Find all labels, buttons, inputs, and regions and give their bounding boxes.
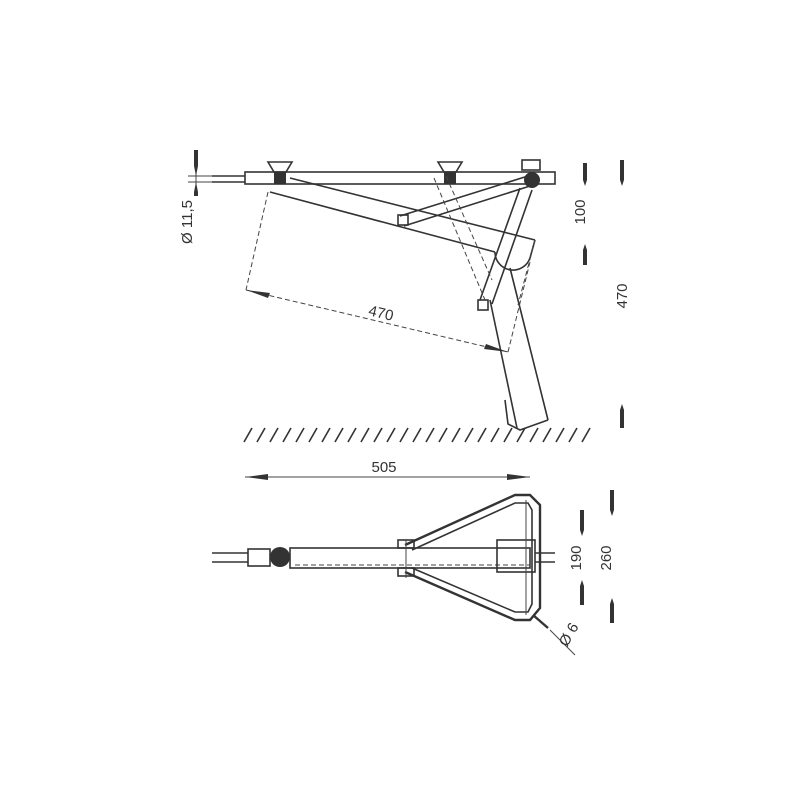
- hatch-line: [412, 427, 422, 443]
- ground-hatch: [243, 427, 591, 443]
- hatch-line: [308, 427, 318, 443]
- hatch-line: [555, 427, 565, 443]
- hinge-block: [496, 539, 536, 573]
- hatch-line: [425, 427, 435, 443]
- hatch-line: [399, 427, 409, 443]
- dim-length-505: 505: [371, 459, 396, 476]
- hatch-line: [321, 427, 331, 443]
- hatch-line: [581, 427, 591, 443]
- hatch-line: [256, 427, 266, 443]
- hatch-line: [451, 427, 461, 443]
- hatch-line: [490, 427, 500, 443]
- hatch-line: [542, 427, 552, 443]
- dim-height-100: 100: [572, 199, 589, 224]
- wire-end: [532, 614, 549, 629]
- clamp: [436, 161, 464, 184]
- drawbar-tube: [244, 171, 556, 185]
- hatch-line: [373, 427, 383, 443]
- hatch-line: [568, 427, 578, 443]
- dim-rod-diameter: Ø 11,5: [179, 200, 196, 244]
- hatch-line: [347, 427, 357, 443]
- dim-wire-diameter: Ø 6: [556, 620, 583, 649]
- side-view: 470 Ø 11,5 100 470: [179, 150, 631, 443]
- hatch-line: [334, 427, 344, 443]
- arm-end: [494, 239, 536, 271]
- hatch-line: [438, 427, 448, 443]
- dim-arm-470: 470: [367, 303, 395, 325]
- dim-height-470: 470: [614, 283, 631, 308]
- length-dimension: 505: [245, 459, 530, 480]
- hatch-line: [282, 427, 292, 443]
- hatch-line: [295, 427, 305, 443]
- hatch-line: [477, 427, 487, 443]
- hatch-line: [360, 427, 370, 443]
- clamp: [266, 161, 294, 184]
- hatch-line: [529, 427, 539, 443]
- coupling-knob: [270, 547, 290, 567]
- hatch-line: [503, 427, 513, 443]
- hatch-line: [269, 427, 279, 443]
- hatch-line: [516, 427, 526, 443]
- dim-width-260: 260: [598, 545, 615, 570]
- hatch-line: [386, 427, 396, 443]
- hatch-line: [464, 427, 474, 443]
- top-view: Ø 6 190 260: [212, 490, 615, 656]
- dim-width-190: 190: [568, 545, 585, 570]
- hatch-line: [243, 427, 253, 443]
